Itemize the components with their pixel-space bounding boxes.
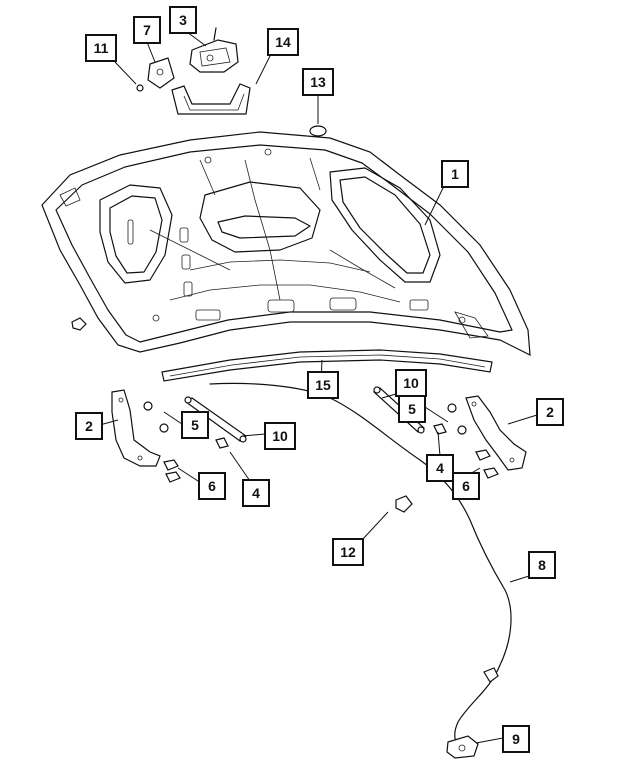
callout-15: 15: [307, 371, 339, 399]
callout-4-right: 4: [426, 454, 454, 482]
svg-text:7: 7: [143, 22, 151, 38]
svg-text:1: 1: [451, 166, 459, 182]
svg-text:9: 9: [512, 731, 520, 747]
hood-panel: [41, 131, 531, 357]
ball-stud-left: [215, 437, 229, 449]
callout-11: 11: [85, 34, 117, 62]
ball-stud-right: [433, 423, 447, 435]
callout-2-right: 2: [536, 398, 564, 426]
svg-text:12: 12: [340, 544, 356, 560]
hinge-left: [111, 389, 161, 467]
hood-bumper: [309, 125, 327, 137]
svg-text:6: 6: [208, 478, 216, 494]
svg-text:10: 10: [272, 428, 288, 444]
svg-text:4: 4: [252, 485, 260, 501]
svg-text:15: 15: [315, 377, 331, 393]
callout-14: 14: [267, 28, 299, 56]
callout-10-right: 10: [395, 369, 427, 397]
callout-1: 1: [441, 160, 469, 188]
callout-12: 12: [332, 538, 364, 566]
callout-5-left: 5: [181, 411, 209, 439]
callout-8: 8: [528, 551, 556, 579]
callout-7: 7: [133, 16, 161, 44]
latch-bracket: [147, 57, 175, 89]
release-handle: [446, 735, 479, 759]
hood-clip-left: [71, 317, 87, 331]
svg-text:10: 10: [403, 375, 419, 391]
hinge-right: [465, 395, 527, 471]
svg-text:3: 3: [179, 12, 187, 28]
callout-4-left: 4: [242, 479, 270, 507]
callout-6-right: 6: [452, 472, 480, 500]
hood-seal: [161, 349, 493, 382]
svg-text:11: 11: [94, 40, 109, 56]
leader-lines: [95, 31, 538, 744]
bolts-left: [163, 459, 181, 483]
nuts-right: [447, 403, 467, 435]
callout-2-left: 2: [75, 412, 103, 440]
callout-10-left: 10: [264, 422, 296, 450]
callout-3: 3: [169, 6, 197, 34]
svg-text:5: 5: [191, 417, 199, 433]
svg-text:2: 2: [546, 404, 554, 420]
svg-text:14: 14: [275, 34, 291, 50]
svg-text:6: 6: [462, 478, 470, 494]
callout-6-left: 6: [198, 472, 226, 500]
push-pin: [136, 84, 144, 92]
svg-text:2: 2: [85, 418, 93, 434]
bolts-right: [475, 449, 499, 479]
hood-reinforcement: [171, 83, 251, 115]
svg-text:4: 4: [436, 460, 444, 476]
svg-text:5: 5: [408, 401, 416, 417]
callout-9: 9: [502, 725, 530, 753]
callout-5-right: 5: [398, 395, 426, 423]
hood-latch: [189, 27, 239, 73]
svg-text:13: 13: [310, 74, 326, 90]
svg-text:8: 8: [538, 557, 546, 573]
cable-clip: [395, 495, 413, 513]
callout-13: 13: [302, 68, 334, 96]
